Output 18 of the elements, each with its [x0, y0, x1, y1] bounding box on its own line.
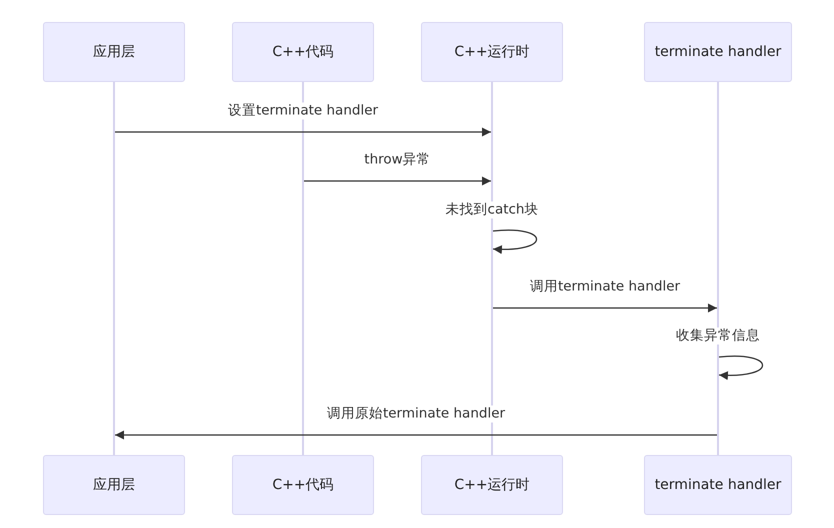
participant-box: terminate handler [644, 455, 792, 515]
participant-box: C++代码 [232, 455, 374, 515]
participant-box: terminate handler [644, 22, 792, 82]
participant-box: C++运行时 [421, 455, 563, 515]
message-arrow [115, 128, 491, 136]
message-arrow [718, 356, 763, 380]
message-arrow [115, 430, 717, 440]
participant-box: C++代码 [232, 22, 374, 82]
lifeline [113, 82, 115, 455]
message-arrow [304, 176, 491, 186]
lifeline [302, 82, 304, 455]
message-arrow [492, 230, 537, 254]
participant-box: 应用层 [43, 22, 185, 82]
participant-box: C++运行时 [421, 22, 563, 82]
lifeline [717, 82, 719, 455]
lifeline [491, 82, 493, 455]
message-arrow [493, 304, 717, 312]
participant-box: 应用层 [43, 455, 185, 515]
